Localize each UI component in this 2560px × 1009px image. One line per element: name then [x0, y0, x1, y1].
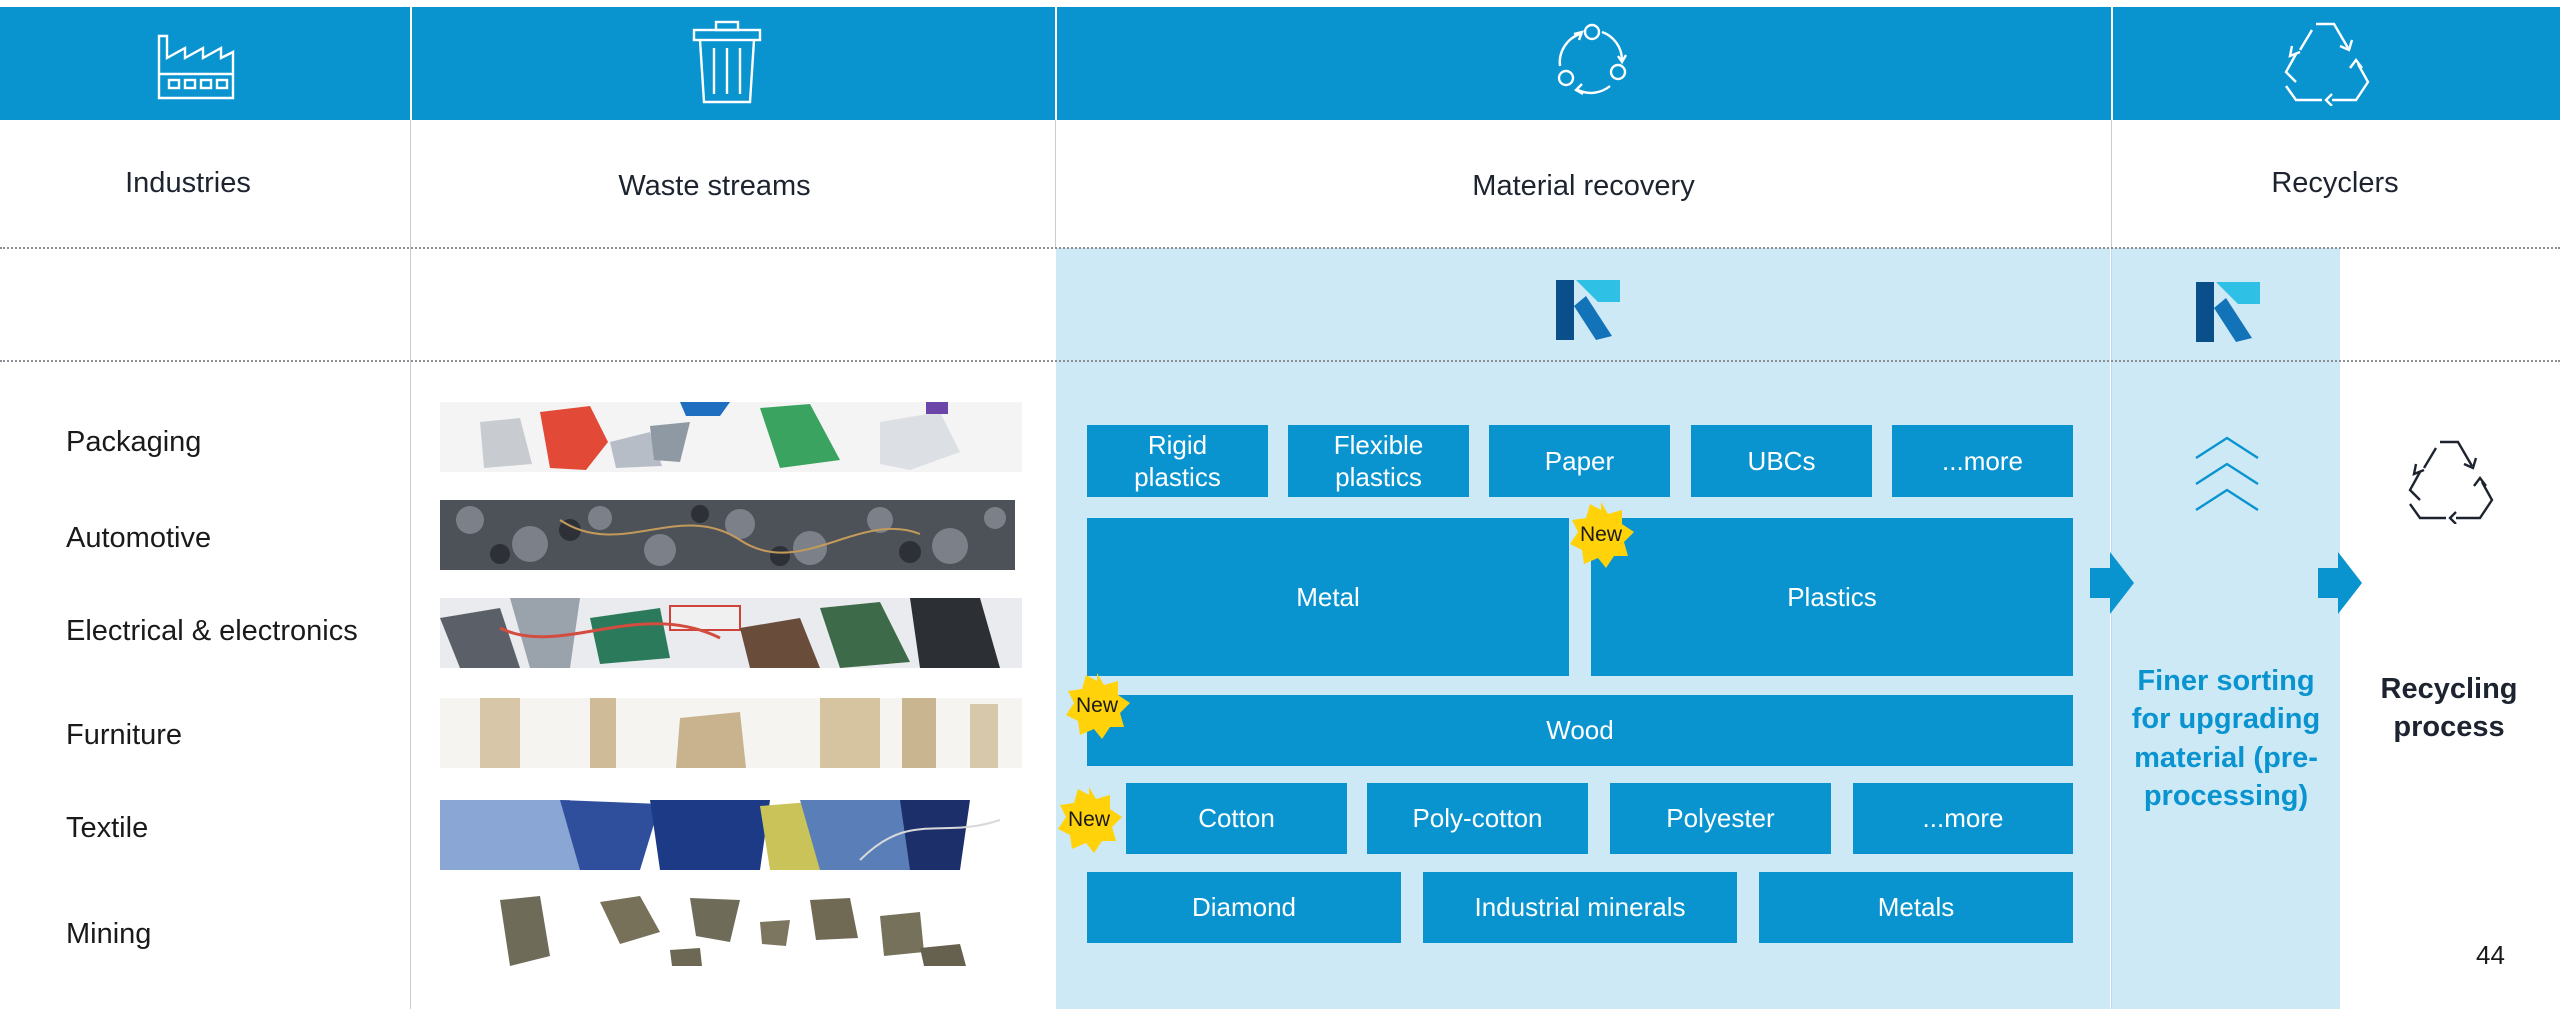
row-divider — [0, 247, 2560, 249]
factory-icon — [155, 20, 237, 102]
preprocessing-panel — [2112, 248, 2340, 1009]
industry-label: Mining — [66, 918, 152, 950]
material-label: ...more — [1942, 445, 2023, 476]
material-plastics: Plastics — [1591, 518, 2073, 676]
material-label: Flexible plastics — [1333, 429, 1424, 493]
new-badge-label: New — [1579, 523, 1622, 546]
material-label: Polyester — [1666, 803, 1775, 834]
material-paper: Paper — [1489, 425, 1670, 497]
material-wood: Wood — [1087, 695, 2073, 766]
recycle-circle-icon — [1552, 20, 1632, 100]
automotive-waste-image — [440, 500, 1022, 570]
material-cotton: Cotton — [1126, 783, 1347, 854]
row-divider — [0, 360, 2560, 362]
chevrons-up-icon — [2194, 434, 2260, 518]
header-divider — [1055, 7, 1057, 120]
column-divider — [2111, 120, 2112, 248]
new-badge: New — [1056, 787, 1122, 853]
column-divider — [1055, 120, 1056, 248]
column-divider — [2111, 248, 2112, 1009]
company-logo — [1556, 276, 1620, 345]
material-diamond: Diamond — [1087, 872, 1401, 943]
material-metal: Metal — [1087, 518, 1569, 676]
trash-bin-icon — [690, 18, 764, 106]
industry-label: Electrical & electronics — [66, 615, 358, 647]
material-label: Metal — [1296, 581, 1360, 612]
material-label: Paper — [1544, 445, 1615, 476]
column-divider — [410, 120, 411, 1009]
material-label: Metals — [1877, 892, 1955, 923]
new-badge-label: New — [1075, 694, 1118, 717]
material-more: ...more — [1892, 425, 2073, 497]
material-textiles-more: ...more — [1853, 783, 2073, 854]
material-label: Poly-cotton — [1412, 803, 1543, 834]
mining-waste-image — [440, 896, 1022, 966]
new-badge-label: New — [1067, 808, 1110, 831]
material-label: Industrial minerals — [1474, 892, 1686, 923]
material-poly-cotton: Poly-cotton — [1367, 783, 1588, 854]
column-header-material-recovery: Material recovery — [1472, 170, 1695, 202]
material-rigid-plastics: Rigid plastics — [1087, 425, 1268, 497]
header-bar — [0, 7, 2560, 120]
recycling-triangle-icon — [2276, 16, 2374, 106]
arrow-right-icon — [2318, 552, 2362, 614]
recycling-process-label: Recycling process — [2380, 673, 2518, 744]
material-label: Diamond — [1191, 892, 1297, 923]
column-header-industries: Industries — [125, 167, 251, 199]
electronics-waste-image — [440, 598, 1022, 668]
furniture-waste-image — [440, 698, 1022, 768]
material-label: Rigid plastics — [1134, 429, 1221, 493]
material-polyester: Polyester — [1610, 783, 1831, 854]
column-header-waste-streams: Waste streams — [618, 170, 811, 202]
header-divider — [410, 7, 412, 120]
page-number: 44 — [2476, 940, 2505, 970]
textile-waste-image — [440, 800, 1022, 870]
header-divider — [2111, 7, 2113, 120]
new-badge: New — [1064, 673, 1130, 739]
packaging-waste-image — [440, 402, 1022, 472]
material-metals: Metals — [1759, 872, 2073, 943]
material-industrial-minerals: Industrial minerals — [1423, 872, 1737, 943]
industry-label: Textile — [66, 812, 149, 844]
material-label: Plastics — [1787, 581, 1877, 612]
recycling-triangle-icon — [2400, 434, 2498, 524]
industry-label: Furniture — [66, 719, 183, 751]
industry-label: Packaging — [66, 426, 202, 458]
column-header-recyclers: Recyclers — [2271, 167, 2399, 199]
material-label: Cotton — [1198, 803, 1275, 834]
arrow-right-icon — [2090, 552, 2134, 614]
material-label: ...more — [1922, 803, 2004, 834]
material-label: UBCs — [1747, 445, 1816, 476]
company-logo — [2196, 278, 2260, 347]
new-badge: New — [1568, 502, 1634, 568]
material-label: Wood — [1546, 715, 1614, 746]
material-flexible-plastics: Flexible plastics — [1288, 425, 1469, 497]
industry-label: Automotive — [66, 522, 212, 554]
preprocessing-description: Finer sorting for upgrading material (pr… — [2131, 665, 2321, 812]
material-ubcs: UBCs — [1691, 425, 1872, 497]
